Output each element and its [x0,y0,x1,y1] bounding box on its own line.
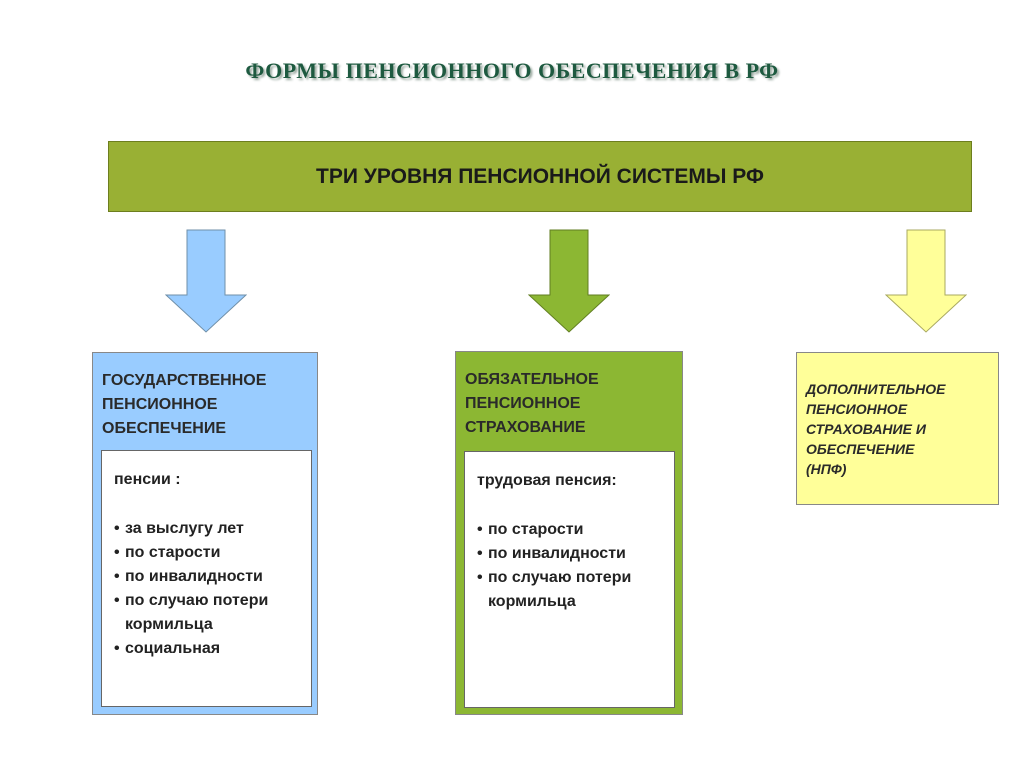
state-pension-list: •за выслугу лет •по старости •по инвалид… [114,517,310,661]
additional-insurance-box: ДОПОЛНИТЕЛЬНОЕ ПЕНСИОННОЕ СТРАХОВАНИЕ И … [796,352,999,505]
mandatory-insurance-heading: ОБЯЗАТЕЛЬНОЕ ПЕНСИОННОЕ СТРАХОВАНИЕ [465,371,599,436]
list-item: •по случаю потери кормильца [114,592,269,633]
list-item: •по случаю потери кормильца [477,569,632,610]
state-pension-lead: пенсии : [114,471,181,488]
list-item: •по инвалидности [477,545,626,562]
list-item: •социальная [114,640,221,657]
list-item: •по старости [114,544,221,561]
state-pension-box: ГОСУДАРСТВЕННОЕ ПЕНСИОННОЕ ОБЕСПЕЧЕНИЕ п… [92,352,318,715]
arrow-down-icon-additional [885,229,967,333]
mandatory-insurance-lead: трудовая пенсия: [477,472,617,489]
mandatory-insurance-box: ОБЯЗАТЕЛЬНОЕ ПЕНСИОННОЕ СТРАХОВАНИЕ труд… [455,351,683,715]
banner-label: ТРИ УРОВНЯ ПЕНСИОННОЙ СИСТЕМЫ РФ [316,164,764,188]
mandatory-insurance-list: •по старости •по инвалидности •по случаю… [477,518,678,614]
state-pension-details: пенсии : •за выслугу лет •по старости •п… [101,450,312,707]
arrow-down-icon-mandatory [528,229,610,333]
list-item: •по инвалидности [114,568,263,585]
additional-insurance-heading: ДОПОЛНИТЕЛЬНОЕ ПЕНСИОННОЕ СТРАХОВАНИЕ И … [806,381,946,477]
three-levels-banner: ТРИ УРОВНЯ ПЕНСИОННОЙ СИСТЕМЫ РФ [108,141,972,212]
diagram-title: ФОРМЫ ПЕНСИОННОГО ОБЕСПЕЧЕНИЯ В РФ [245,58,779,83]
arrow-down-icon-state [165,229,247,333]
list-item: •за выслугу лет [114,520,244,537]
list-item: •по старости [477,521,584,538]
mandatory-insurance-details: трудовая пенсия: •по старости •по инвали… [464,451,675,708]
state-pension-heading: ГОСУДАРСТВЕННОЕ ПЕНСИОННОЕ ОБЕСПЕЧЕНИЕ [102,372,267,437]
